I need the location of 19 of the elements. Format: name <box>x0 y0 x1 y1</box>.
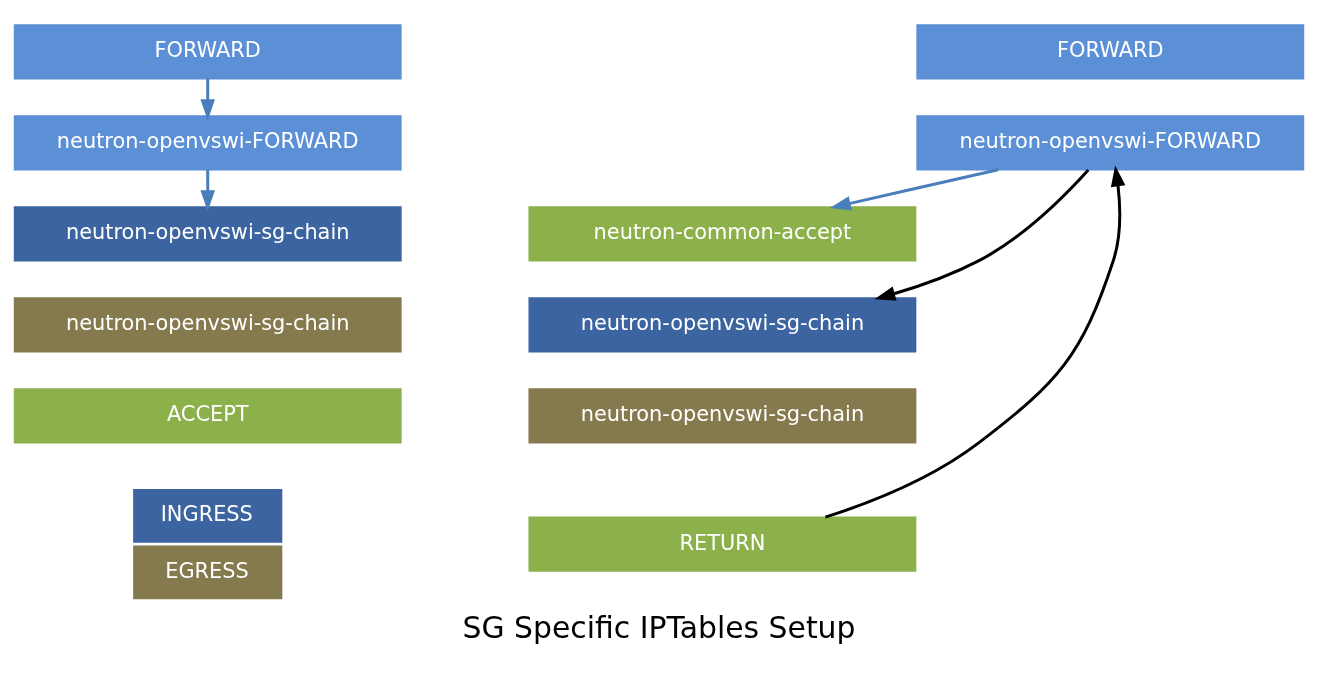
node-box: neutron-openvswi-FORWARD <box>13 114 402 170</box>
node-box: neutron-openvswi-sg-chain <box>528 296 917 352</box>
node-box: neutron-common-accept <box>528 205 917 261</box>
legend-label: EGRESS <box>165 558 249 583</box>
node-box: neutron-openvswi-sg-chain <box>13 296 402 352</box>
node-box: neutron-openvswi-sg-chain <box>528 387 917 443</box>
arrow <box>824 165 1126 519</box>
node-box: neutron-openvswi-sg-chain <box>13 205 402 261</box>
arrow <box>829 167 999 210</box>
caption: SG Specific IPTables Setup <box>462 609 856 645</box>
node-box: FORWARD <box>916 23 1305 79</box>
arrow <box>200 169 216 211</box>
arrow <box>874 168 1090 301</box>
node-box: ACCEPT <box>13 387 402 443</box>
legend-label: INGRESS <box>160 501 253 526</box>
node-box: neutron-openvswi-FORWARD <box>916 114 1305 170</box>
node-box: RETURN <box>528 516 917 572</box>
node-box: FORWARD <box>13 23 402 79</box>
arrow <box>200 78 216 120</box>
